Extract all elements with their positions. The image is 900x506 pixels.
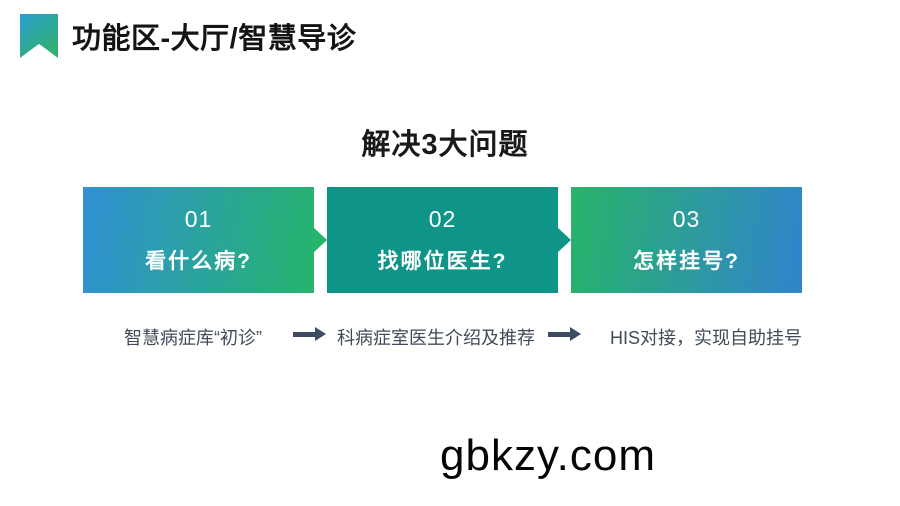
step-box-3: 03 怎样挂号? [571, 187, 802, 293]
watermark: gbkzy.com [440, 431, 657, 480]
bookmark-icon [20, 14, 58, 58]
step-label: 看什么病? [145, 249, 252, 273]
steps-row: 01 看什么病? 02 找哪位医生? 03 怎样挂号? [83, 187, 802, 293]
step-number: 02 [428, 205, 457, 232]
step-box-2: 02 找哪位医生? [327, 187, 571, 293]
caption-step-2: 科病症室医生介绍及推荐 [337, 328, 535, 348]
section-title: 解决3大问题 [361, 129, 529, 161]
arrow-shaft [293, 331, 315, 337]
caption-step-1: 智慧病症库“初诊” [124, 328, 262, 348]
step-label: 怎样挂号? [633, 249, 740, 273]
chevron-right-icon [313, 227, 327, 253]
header-title: 功能区-大厅/智慧导诊 [72, 23, 357, 55]
right-arrow-icon [548, 327, 581, 341]
step-label: 找哪位医生? [377, 249, 508, 273]
step-number: 03 [672, 205, 701, 232]
step-box-1: 01 看什么病? [83, 187, 327, 293]
caption-step-3: HIS对接，实现自助挂号 [609, 328, 802, 348]
right-arrow-icon [293, 327, 326, 341]
arrow-shaft [548, 331, 570, 337]
arrow-head [570, 327, 581, 341]
arrow-head [315, 327, 326, 341]
chevron-right-icon [557, 227, 571, 253]
slide-header: 功能区-大厅/智慧导诊 [20, 14, 356, 58]
step-number: 01 [184, 205, 213, 232]
